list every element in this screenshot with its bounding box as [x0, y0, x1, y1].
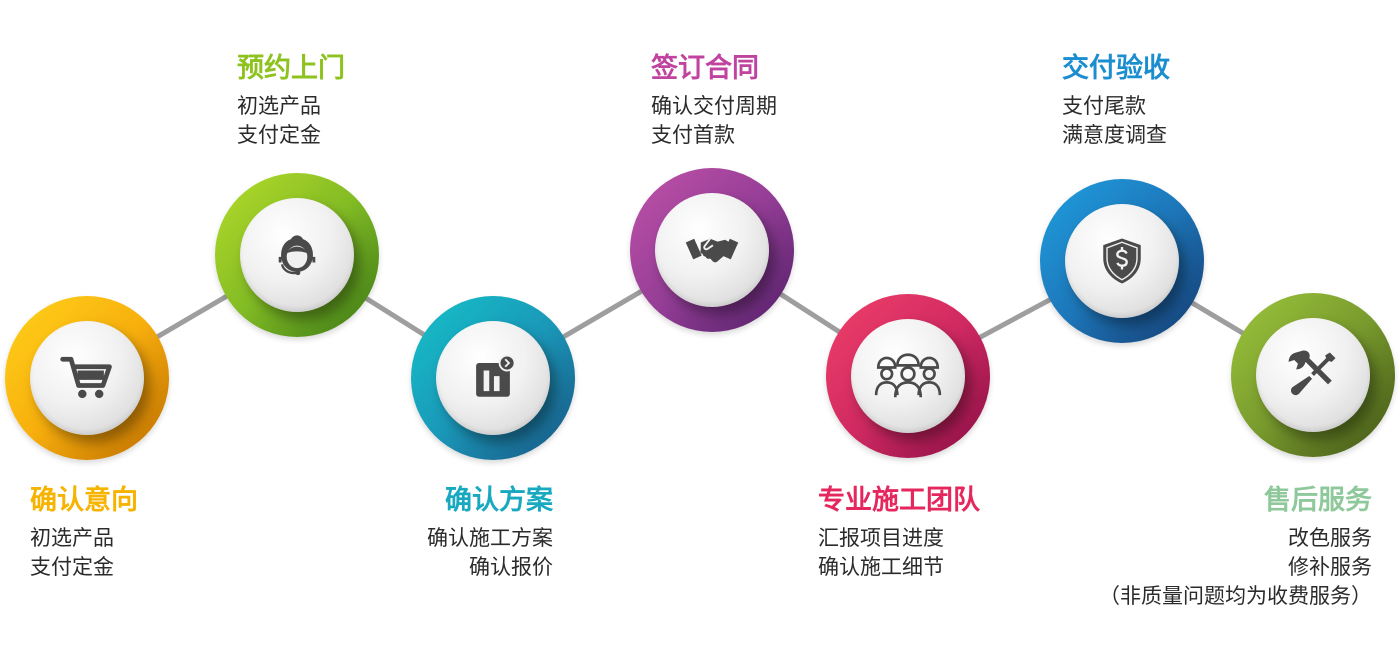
step-1-title: 确认意向 [30, 485, 138, 516]
step-7-label: 售后服务 改色服务 修补服务 （非质量问题均为收费服务） [1099, 484, 1372, 611]
step-5-icon-disc [851, 319, 965, 433]
step-3-icon-disc [436, 321, 550, 435]
step-7-line-2: 修补服务 [1288, 555, 1372, 579]
step-3-label: 确认方案 确认施工方案 确认报价 [427, 484, 553, 582]
step-6-icon-disc [1065, 204, 1179, 318]
step-5-label: 专业施工团队 汇报项目进度 确认施工细节 [818, 484, 980, 582]
step-2-node [215, 173, 379, 337]
step-7-line-1: 改色服务 [1288, 526, 1372, 550]
step-3-line-1: 确认施工方案 [427, 526, 553, 550]
step-6-node [1040, 179, 1204, 343]
step-2-line-2: 支付定金 [237, 123, 321, 147]
step-2-icon-disc [240, 198, 354, 312]
step-3-line-2: 确认报价 [469, 555, 553, 579]
step-3-title: 确认方案 [445, 485, 553, 516]
step-7-line-3: （非质量问题均为收费服务） [1099, 584, 1372, 608]
step-5-line-1: 汇报项目进度 [818, 526, 944, 550]
step-4-label: 签订合同 确认交付周期 支付首款 [651, 52, 777, 150]
step-4-title: 签订合同 [651, 53, 759, 84]
workers-team-icon [874, 353, 942, 398]
step-2-label: 预约上门 初选产品 支付定金 [237, 52, 345, 150]
step-5-node [826, 294, 990, 458]
dollar-shield-icon [1103, 238, 1141, 284]
step-7-node [1231, 293, 1395, 457]
step-6-line-1: 支付尾款 [1062, 94, 1146, 118]
step-3-node [411, 296, 575, 460]
step-6-line-2: 满意度调查 [1062, 123, 1167, 147]
step-2-line-1: 初选产品 [237, 94, 321, 118]
step-4-node [630, 168, 794, 332]
step-1-node [5, 296, 169, 460]
plan-document-icon [476, 354, 516, 397]
step-1-label: 确认意向 初选产品 支付定金 [30, 484, 138, 582]
step-5-title: 专业施工团队 [818, 485, 980, 516]
tools-icon [1288, 350, 1336, 396]
step-1-icon-disc [30, 321, 144, 435]
headset-person-icon [278, 235, 316, 276]
step-2-title: 预约上门 [237, 53, 345, 84]
step-5-line-2: 确认施工细节 [818, 555, 944, 579]
step-4-line-1: 确认交付周期 [651, 94, 777, 118]
step-6-label: 交付验收 支付尾款 满意度调查 [1062, 52, 1170, 150]
cart-icon [60, 356, 112, 399]
step-4-line-2: 支付首款 [651, 123, 735, 147]
step-7-title: 售后服务 [1264, 485, 1372, 516]
handshake-icon [685, 238, 739, 263]
step-1-line-1: 初选产品 [30, 526, 114, 550]
step-7-icon-disc [1256, 318, 1370, 432]
step-4-icon-disc [655, 193, 769, 307]
step-6-title: 交付验收 [1062, 53, 1170, 84]
step-1-line-2: 支付定金 [30, 555, 114, 579]
